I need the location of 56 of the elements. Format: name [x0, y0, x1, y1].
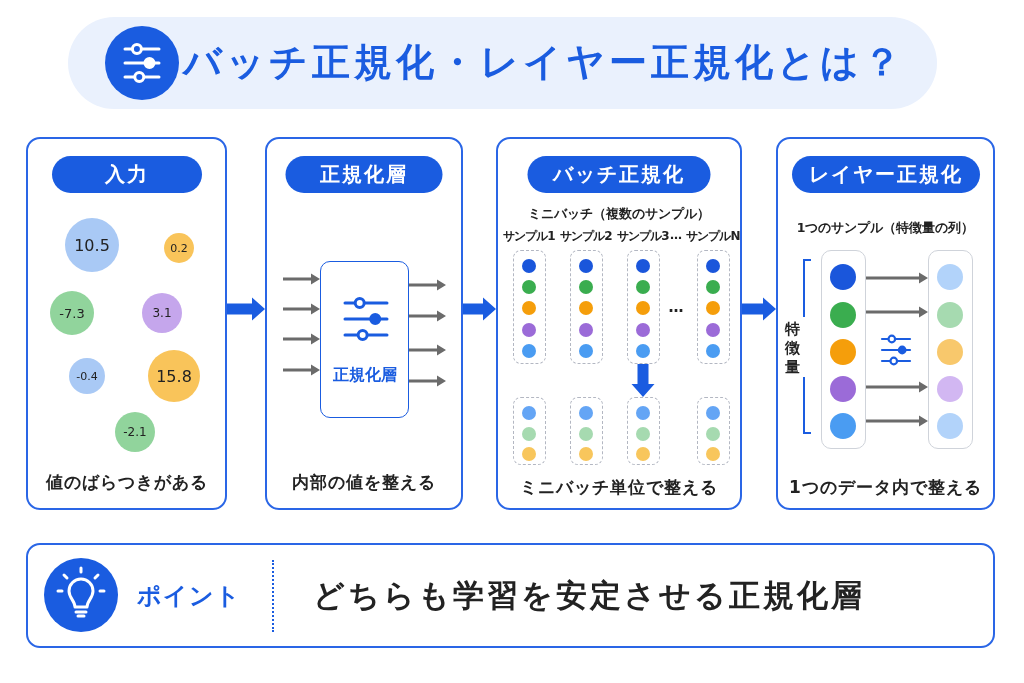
section-heading: 入力	[51, 156, 202, 193]
panel-caption: ミニバッチ単位で整える	[520, 477, 718, 498]
section-heading: 正規化層	[285, 156, 443, 193]
column-header: サンプルN	[686, 229, 740, 244]
column-header: サンプル3	[617, 229, 669, 244]
arrow	[409, 310, 446, 322]
feature-column	[928, 250, 973, 449]
feature-column	[821, 250, 866, 449]
arrow	[283, 364, 320, 376]
arrow	[283, 333, 320, 345]
arrow	[631, 364, 655, 397]
arrow	[409, 344, 446, 356]
ellipsis: …	[670, 229, 682, 243]
arrow	[227, 297, 265, 321]
point-panel	[26, 543, 995, 648]
layer-box	[320, 261, 409, 418]
arrow	[283, 273, 320, 285]
title: バッチ正規化・レイヤー正規化とは？	[183, 40, 905, 86]
subheading: 1つのサンプル（特徴量の列）	[796, 220, 975, 235]
subheading: ミニバッチ（複数のサンプル）	[528, 206, 710, 221]
arrow	[866, 415, 928, 427]
panel-caption: 値のばらつきがある	[45, 472, 208, 493]
sample-frame	[569, 397, 603, 465]
summary-text: どちらも学習を安定させる正規化層	[313, 576, 865, 615]
axis-label: 特徴量	[783, 320, 801, 378]
arrow	[283, 303, 320, 315]
section-heading: バッチ正規化	[527, 156, 711, 193]
arrow	[866, 381, 928, 393]
arrow	[742, 297, 776, 321]
arrow	[866, 272, 928, 284]
panel-caption: 1つのデータ内で整える	[789, 477, 982, 498]
value-circle: 3.1	[142, 293, 182, 333]
value-circle: -2.1	[115, 412, 155, 452]
column-header: サンプル1	[503, 229, 555, 244]
sample-frame	[626, 397, 660, 465]
section-heading: レイヤー正規化	[791, 156, 980, 193]
value-circle: 0.2	[164, 233, 194, 263]
value-circle: 10.5	[65, 218, 119, 272]
arrow	[463, 297, 496, 321]
panel	[496, 137, 742, 510]
panel	[265, 137, 463, 510]
arrow	[866, 306, 928, 318]
sample-frame	[512, 397, 546, 465]
sample-frame	[696, 397, 730, 465]
ellipsis: …	[668, 298, 684, 316]
panel	[776, 137, 995, 510]
panel-caption: 内部の値を整える	[292, 472, 436, 493]
column-header: サンプル2	[560, 229, 612, 244]
point-label: ポイント	[137, 581, 241, 610]
arrow	[409, 375, 446, 387]
value-circle: -7.3	[50, 291, 94, 335]
panel	[26, 137, 227, 510]
arrow	[409, 279, 446, 291]
value-circle: -0.4	[69, 358, 105, 394]
box-label: 正規化層	[332, 365, 397, 385]
value-circle: 15.8	[148, 350, 200, 402]
